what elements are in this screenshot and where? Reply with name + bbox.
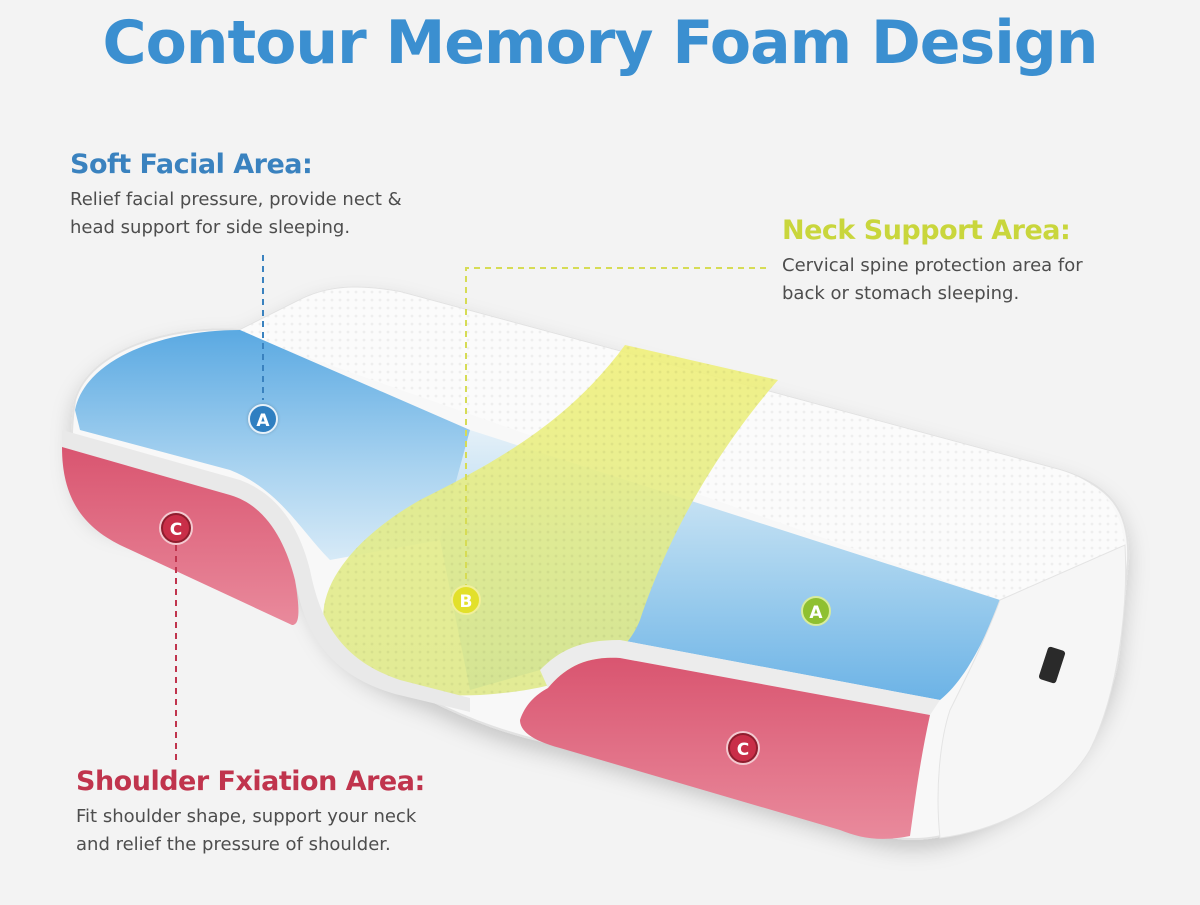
soft-facial-area-description: Relief facial pressure, provide nect & h… [70, 186, 470, 242]
page-title: Contour Memory Foam Design [102, 8, 1099, 78]
marker-a-left: A [248, 404, 278, 434]
description-line: Fit shoulder shape, support your neck [76, 806, 417, 827]
zone-c-right [520, 657, 930, 839]
shoulder-fixation-area-description: Fit shoulder shape, support your neck an… [76, 803, 496, 859]
shoulder-fixation-area-heading: Shoulder Fxiation Area: [76, 766, 425, 797]
neck-support-area-description: Cervical spine protection area for back … [782, 252, 1182, 308]
description-line: back or stomach sleeping. [782, 283, 1020, 304]
neck-support-area-label: Neck Support Area: Cervical spine protec… [782, 214, 1182, 308]
description-line: Cervical spine protection area for [782, 255, 1083, 276]
brand-tag [1038, 646, 1066, 684]
neck-support-area-heading: Neck Support Area: [782, 215, 1071, 246]
description-line: and relief the pressure of shoulder. [76, 834, 391, 855]
marker-c-right: C [728, 733, 758, 763]
marker-c-left: C [161, 513, 191, 543]
shoulder-fixation-area-label: Shoulder Fxiation Area: Fit shoulder sha… [76, 765, 496, 859]
soft-facial-area-heading: Soft Facial Area: [70, 149, 313, 180]
zone-a-left [75, 330, 474, 560]
soft-facial-area-label: Soft Facial Area: Relief facial pressure… [70, 148, 470, 242]
description-line: head support for side sleeping. [70, 217, 351, 238]
marker-b-center: B [451, 585, 481, 615]
description-line: Relief facial pressure, provide nect & [70, 189, 402, 210]
marker-a-right: A [801, 596, 831, 626]
